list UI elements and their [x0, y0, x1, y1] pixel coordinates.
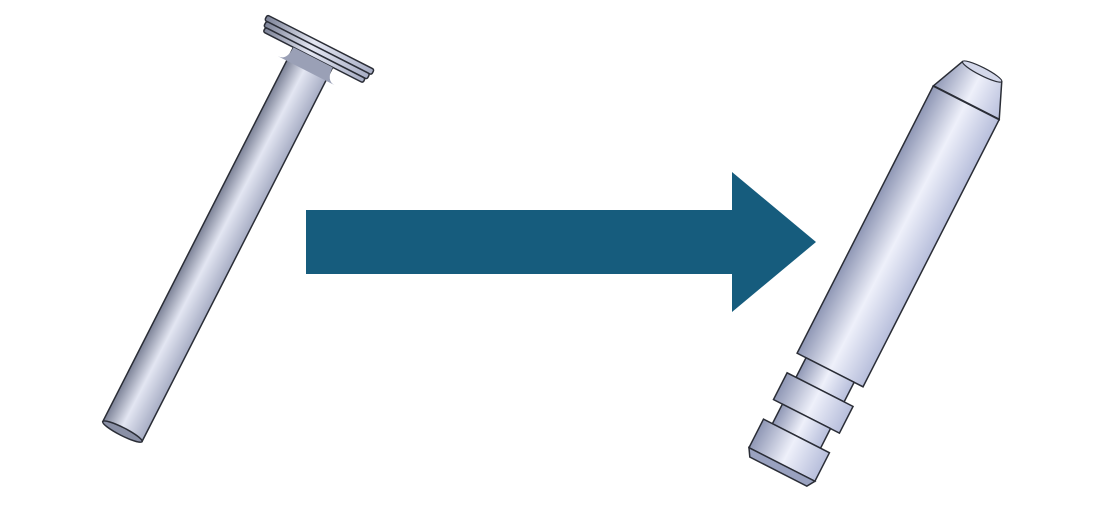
- transform-arrow: [306, 172, 816, 312]
- modified-pin: [747, 60, 1003, 487]
- pin-end-chamfer: [748, 446, 817, 487]
- original-tube: [101, 14, 375, 443]
- tube-flange: [263, 14, 375, 86]
- tube-body: [101, 46, 334, 443]
- pin-main-body: [796, 84, 1001, 388]
- pin-tip-face: [961, 60, 1003, 83]
- tube-bottom-end: [101, 420, 143, 443]
